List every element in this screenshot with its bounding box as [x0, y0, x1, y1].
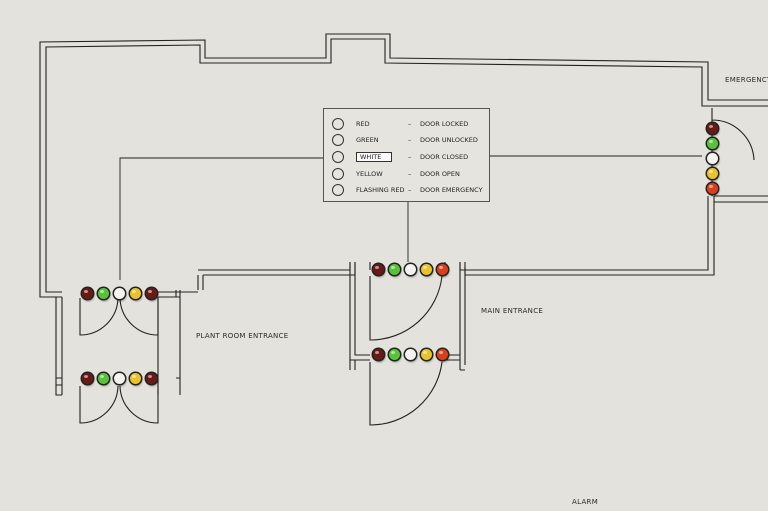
legend-panel: RED – DOOR LOCKED GREEN – DOOR UNLOCKED …: [323, 108, 490, 202]
indicator-light-yellow: [130, 288, 141, 299]
legend-row-green: GREEN – DOOR UNLOCKED: [324, 134, 491, 148]
indicator-light-dark-red: [373, 349, 384, 360]
legend-dash: –: [408, 120, 412, 128]
indicator-light-dark-red: [373, 264, 384, 275]
indicator-light-yellow: [130, 373, 141, 384]
main-door-lower: [369, 361, 443, 426]
indicator-light-white: [114, 373, 125, 384]
leader-plant: [119, 157, 323, 280]
plant-room-walls: [39, 283, 198, 396]
indicator-light-green: [707, 138, 718, 149]
legend-row-yellow: YELLOW – DOOR OPEN: [324, 168, 491, 182]
legend-meaning: DOOR CLOSED: [420, 153, 469, 161]
legend-dash: –: [408, 153, 412, 161]
indicator-light-orange-red: [437, 349, 448, 360]
legend-dash: –: [408, 170, 412, 178]
indicator-light-dark-red: [82, 288, 93, 299]
legend-row-flashing-red: FLASHING RED – DOOR EMERGENCY: [324, 184, 491, 198]
outer-wall-outer: [39, 33, 768, 283]
indicator-light-white: [114, 288, 125, 299]
alarm-label: ALARM: [572, 498, 599, 506]
indicator-light-white: [405, 349, 416, 360]
indicator-light-orange-red: [437, 264, 448, 275]
emergency-label: EMERGENCY: [725, 76, 768, 84]
legend-circle-icon: [332, 151, 344, 163]
indicator-light-dark-red: [707, 123, 718, 134]
indicator-light-yellow: [421, 349, 432, 360]
legend-circle-icon: [332, 118, 344, 130]
main-entrance-walls: [349, 262, 466, 371]
legend-circle-icon: [332, 134, 344, 146]
legend-color: YELLOW: [356, 170, 383, 178]
indicator-light-yellow: [421, 264, 432, 275]
legend-color: RED: [356, 120, 370, 128]
legend-color: WHITE: [356, 152, 393, 162]
legend-meaning: DOOR LOCKED: [420, 120, 469, 128]
south-wall-mid: [197, 262, 356, 290]
indicator-light-dark-red: [146, 288, 157, 299]
legend-dash: –: [408, 136, 412, 144]
legend-circle-icon: [332, 168, 344, 180]
plant-door-upper-left: [79, 297, 119, 336]
legend-meaning: DOOR EMERGENCY: [420, 186, 483, 194]
indicator-light-yellow: [707, 168, 718, 179]
indicator-light-green: [389, 349, 400, 360]
legend-row-white: WHITE – DOOR CLOSED: [324, 151, 491, 165]
plant-door-lower-right: [119, 385, 159, 424]
main-door-upper: [369, 275, 443, 341]
indicator-light-orange-red: [707, 183, 718, 194]
plant-door-lower-left: [79, 385, 119, 424]
legend-row-red: RED – DOOR LOCKED: [324, 118, 491, 132]
indicator-light-green: [98, 373, 109, 384]
indicator-light-white: [707, 153, 718, 164]
legend-meaning: DOOR UNLOCKED: [420, 136, 478, 144]
indicator-light-white: [405, 264, 416, 275]
east-wall: [459, 196, 715, 276]
main-entrance-label: MAIN ENTRANCE: [481, 307, 544, 315]
plant-room-entrance-label: PLANT ROOM ENTRANCE: [196, 332, 289, 340]
legend-dash: –: [408, 186, 412, 194]
indicator-light-dark-red: [146, 373, 157, 384]
legend-circle-icon: [332, 184, 344, 196]
legend-meaning: DOOR OPEN: [420, 170, 460, 178]
indicator-light-green: [98, 288, 109, 299]
indicator-light-green: [389, 264, 400, 275]
legend-color: GREEN: [356, 136, 379, 144]
emergency-door: [711, 108, 768, 203]
outer-wall-inner: [45, 38, 768, 283]
plant-door-upper-right: [119, 297, 159, 336]
indicator-light-dark-red: [82, 373, 93, 384]
legend-color: FLASHING RED: [356, 186, 405, 194]
